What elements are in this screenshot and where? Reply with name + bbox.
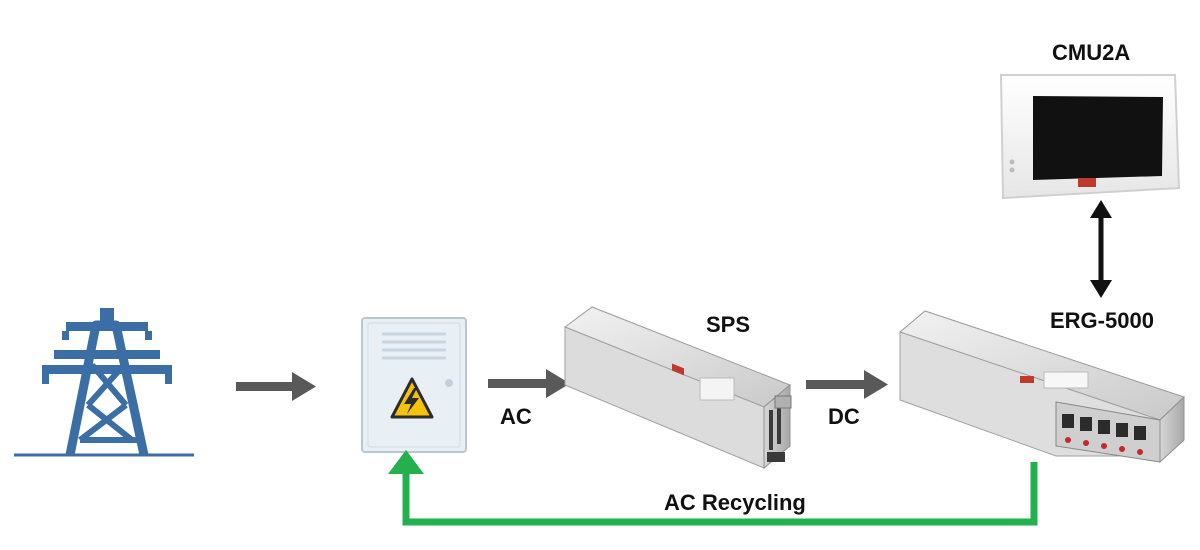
ac-recycling-arrow (388, 450, 1038, 526)
cmu-label: CMU2A (1052, 40, 1131, 65)
energy-recycling-load-icon (898, 310, 1185, 464)
arrow-grid-to-cabinet (236, 372, 316, 401)
electrical-cabinet-icon (361, 317, 467, 453)
dc-label: DC (828, 404, 860, 429)
arrow-sps-to-erg (806, 370, 888, 399)
high-voltage-warning-icon (390, 377, 434, 419)
bidirectional-arrow-cmu-erg (1090, 200, 1112, 298)
arrow-cabinet-to-sps (488, 369, 570, 398)
power-tower-icon (14, 308, 194, 457)
erg-label: ERG-5000 (1050, 308, 1154, 333)
recycling-label: AC Recycling (664, 490, 806, 515)
ac-label: AC (500, 404, 532, 429)
power-supply-unit-icon (563, 306, 792, 470)
sps-label: SPS (706, 312, 751, 337)
touch-panel-controller-icon (999, 74, 1181, 200)
